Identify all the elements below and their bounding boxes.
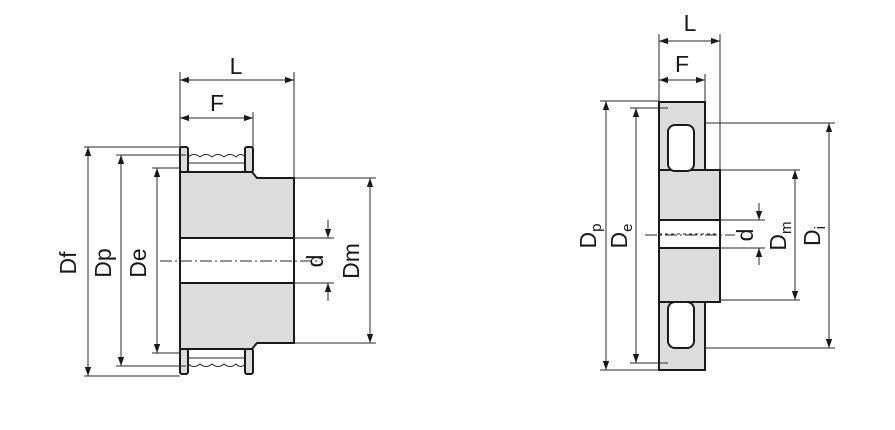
right-label-Dp: Dp [575,224,605,249]
right-label-Dm: Dm [765,221,795,250]
right-pocket-bottom [667,301,695,349]
right-label-F: F [675,51,689,77]
left-label-Dm: Dm [338,243,364,279]
left-label-F: F [210,90,224,116]
right-label-Di: Di [799,226,829,246]
right-label-d: d [732,229,758,242]
right-label-De: De [606,224,636,249]
right-pulley-drawing: L F Dp De d Dm Di [575,10,835,371]
right-pocket-top [667,124,695,172]
left-label-L: L [230,53,243,79]
left-top-flange [179,146,254,173]
left-pulley-drawing: L F Df Dp De d Dm [55,53,376,377]
left-label-Df: Df [55,251,81,275]
left-label-d: d [302,255,328,268]
right-label-L: L [684,10,697,36]
left-bottom-flange [179,348,254,375]
left-label-Dp: Dp [90,248,116,277]
left-label-De: De [125,248,151,277]
